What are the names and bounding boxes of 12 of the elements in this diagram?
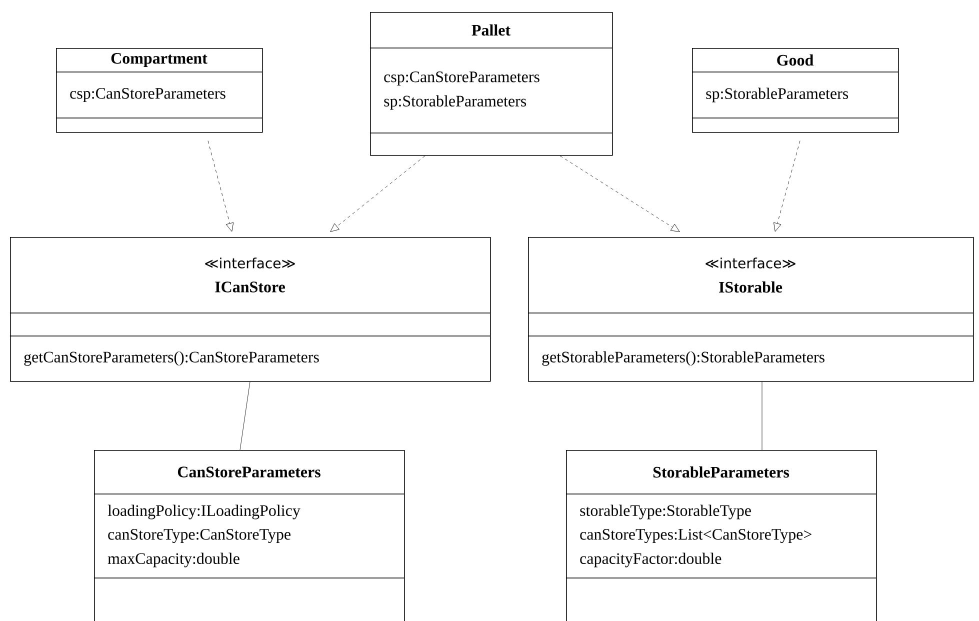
class-box: ≪interface≫ IStorable getStorableParameters():StorableParameters bbox=[528, 237, 974, 382]
class-box: Pallet csp:CanStoreParameters sp:StorableParameters bbox=[370, 12, 613, 156]
class-box: CanStoreParameters loadingPolicy:ILoadingPolicy canStoreType:CanStoreType maxCapacity:double bbox=[94, 450, 405, 621]
class-box: Compartment csp:CanStoreParameters bbox=[56, 48, 263, 133]
dependency-arrow bbox=[330, 156, 426, 232]
dependency-arrow bbox=[560, 156, 680, 232]
class-box: StorableParameters storableType:StorableType canStoreTypes:List<CanStoreType> capacityFactor:double bbox=[566, 450, 877, 621]
dependency-arrow bbox=[774, 140, 800, 232]
class-box: Good sp:StorableParameters bbox=[692, 48, 899, 133]
dependency-arrow bbox=[208, 140, 234, 232]
class-box: ≪interface≫ ICanStore getCanStoreParameters():CanStoreParameters bbox=[10, 237, 491, 382]
association-line bbox=[240, 382, 250, 450]
